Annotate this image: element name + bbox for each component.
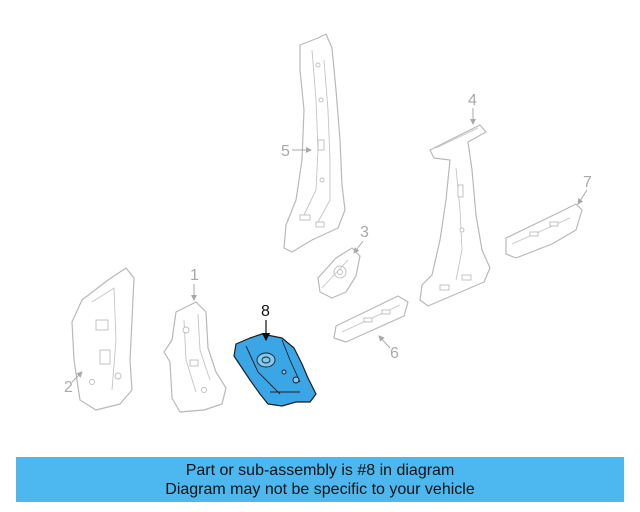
parts-diagram: 5 4 7 3 6	[64, 33, 592, 413]
callout-3: 3	[360, 224, 369, 241]
banner-line-1: Part or sub-assembly is #8 in diagram	[185, 461, 455, 479]
info-banner: Part or sub-assembly is #8 in diagram Di…	[16, 457, 624, 502]
part-1-hinge-pillar[interactable]	[163, 301, 227, 413]
part-2-hinge-pillar-outer[interactable]	[71, 267, 135, 411]
part-4-b-pillar[interactable]	[419, 124, 491, 307]
callout-5: 5	[281, 143, 290, 160]
leader-2	[71, 371, 83, 383]
banner-line-2: Diagram may not be specific to your vehi…	[165, 480, 475, 498]
part-3-bracket[interactable]	[317, 247, 361, 299]
part-8-highlighted[interactable]	[233, 333, 317, 407]
part-5-pillar[interactable]	[283, 33, 346, 253]
callout-8: 8	[261, 303, 270, 320]
part-6-sill[interactable]	[333, 295, 409, 343]
leader-6	[378, 335, 391, 349]
callout-7: 7	[583, 174, 592, 191]
callout-4: 4	[468, 92, 477, 109]
part-7-rocker[interactable]	[505, 203, 583, 259]
leader-3	[353, 240, 364, 254]
leader-7	[577, 189, 588, 205]
callout-1: 1	[190, 267, 199, 284]
callout-6: 6	[390, 345, 399, 362]
callout-2: 2	[64, 379, 73, 396]
